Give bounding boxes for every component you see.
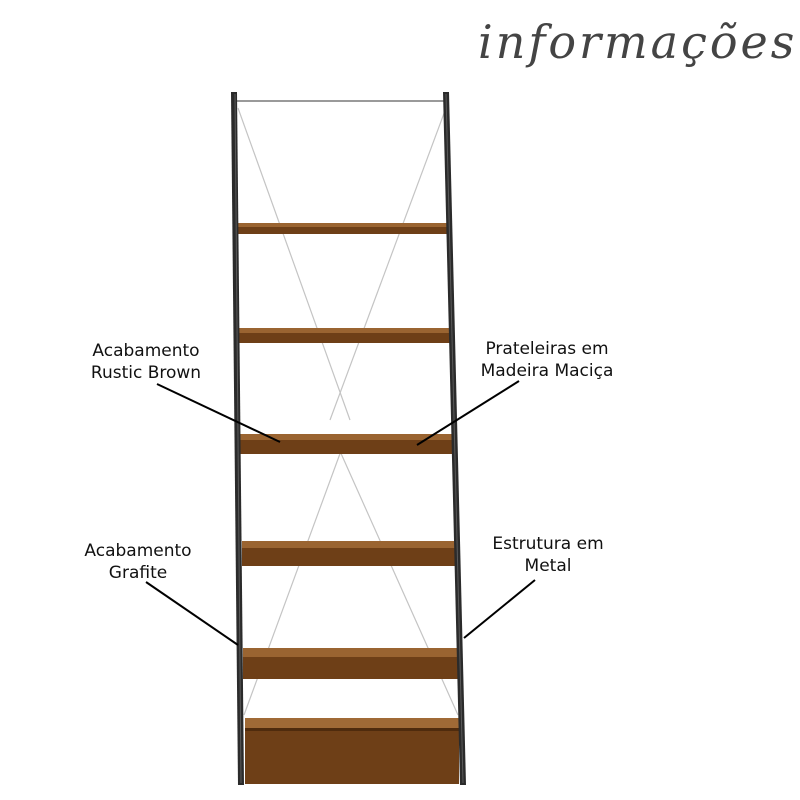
callout-graphite-line1: Acabamento xyxy=(84,541,191,561)
callout-lines xyxy=(145,380,536,646)
callout-metal-line2: Metal xyxy=(525,556,572,576)
callout-solid-wood-line2: Madeira Maciça xyxy=(481,361,614,381)
leader-rustic-brown xyxy=(156,383,281,443)
leader-metal-structure xyxy=(463,579,536,639)
shelf-1 xyxy=(236,223,452,234)
metal-frame xyxy=(231,92,466,785)
callout-solid-wood-line1: Prateleiras em xyxy=(485,339,608,359)
wood-shelves xyxy=(236,223,460,784)
page-title: informações xyxy=(478,15,797,69)
bottom-box xyxy=(245,718,459,784)
callout-rustic-brown-line1: Acabamento xyxy=(92,341,199,361)
callout-metal-line1: Estrutura em xyxy=(492,534,603,554)
callout-labels: Acabamento Rustic Brown Prateleiras em M… xyxy=(84,339,613,583)
cross-cables xyxy=(236,100,459,716)
shelf-2 xyxy=(238,328,454,343)
shelf-4 xyxy=(242,541,459,566)
callout-rustic-brown-line2: Rustic Brown xyxy=(91,363,201,383)
cable-upper-left xyxy=(237,107,351,421)
shelf-5 xyxy=(243,648,460,679)
leader-solid-wood-shelves xyxy=(416,380,520,446)
cable-upper-right xyxy=(329,107,447,421)
shelf-3 xyxy=(240,434,457,454)
leader-graphite xyxy=(145,581,239,646)
callout-graphite-line2: Grafite xyxy=(109,563,167,583)
